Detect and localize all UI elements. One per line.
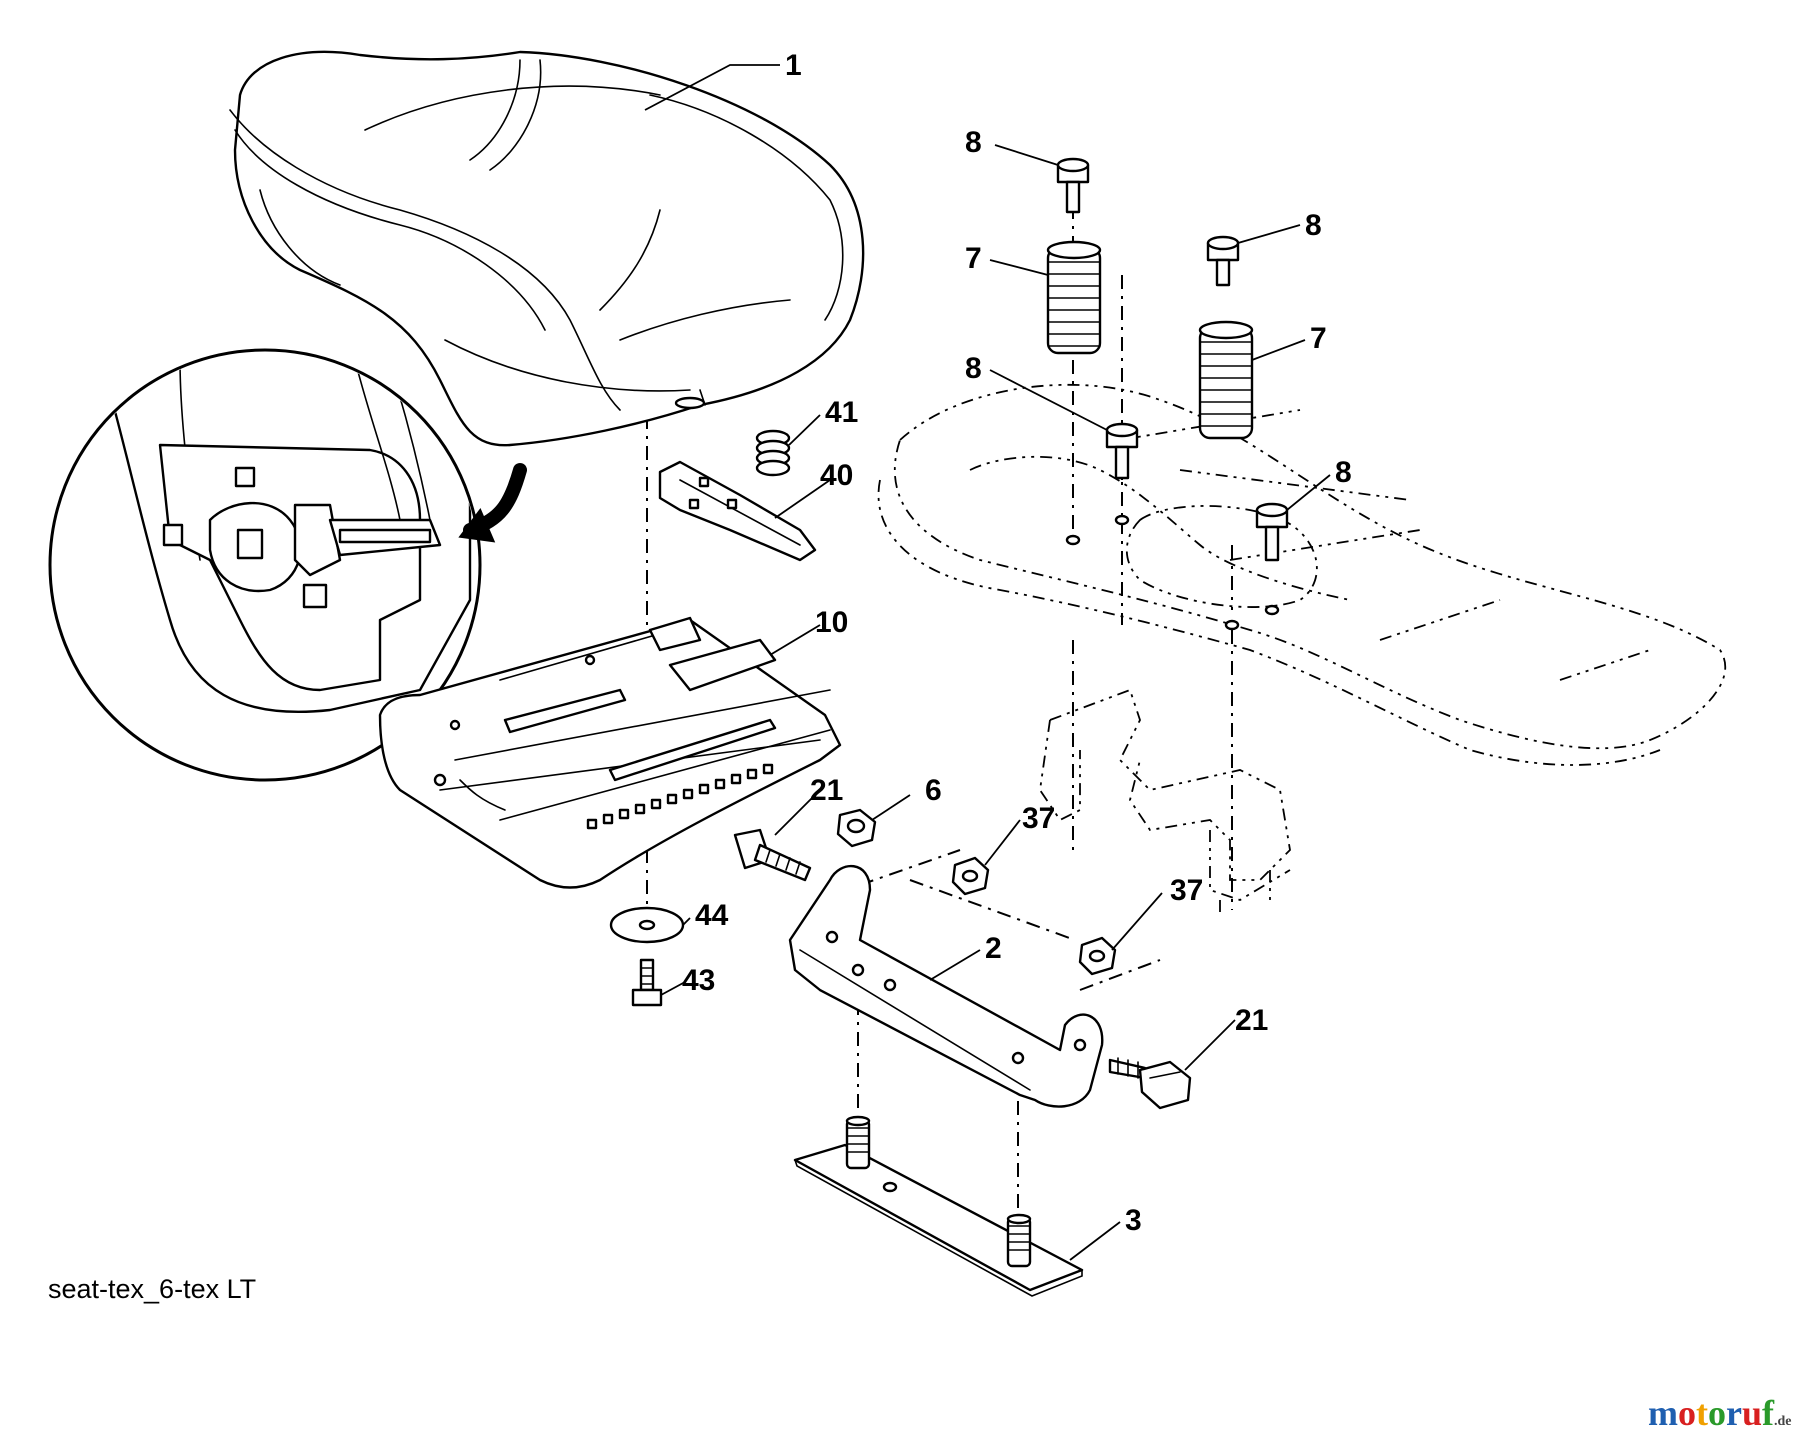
callout-8b: 8 [1305, 209, 1322, 242]
callout-10: 10 [815, 606, 848, 639]
bolt-21-a [733, 828, 812, 882]
svg-text:motoruf.de: motoruf.de [1648, 1393, 1792, 1433]
clip-40 [658, 460, 817, 562]
plate-3 [793, 1115, 1084, 1297]
tractor-frame-outline [877, 383, 1727, 915]
callout-21b: 21 [1235, 1004, 1268, 1037]
callout-41: 41 [825, 396, 858, 429]
washer-44 [609, 906, 685, 944]
spring-7-a [1046, 240, 1102, 355]
wm-letter: u [1742, 1393, 1762, 1433]
watermark-logo: motoruf.de [1648, 1393, 1792, 1433]
callout-44: 44 [695, 899, 729, 932]
bolt-43 [631, 958, 663, 1007]
wm-letter: m [1648, 1393, 1678, 1433]
bolt-8-a [1056, 157, 1090, 214]
wm-letter: r [1726, 1393, 1742, 1433]
nut-37-a [951, 856, 990, 896]
spring-7-b [1198, 320, 1254, 440]
bolt-8-b [1206, 235, 1240, 287]
callout-8a: 8 [965, 126, 982, 159]
seat [229, 50, 865, 447]
wm-letter: t [1696, 1393, 1708, 1433]
callout-8c: 8 [965, 352, 982, 385]
frame-holes [1065, 514, 1280, 631]
bracket-2 [788, 865, 1104, 1108]
callout-37a: 37 [1022, 802, 1055, 835]
callout-37b: 37 [1170, 874, 1203, 907]
callout-7a: 7 [965, 242, 982, 275]
nut-6 [836, 808, 877, 848]
callout-8d: 8 [1335, 456, 1352, 489]
diagram-caption: seat-tex_6-tex LT [48, 1274, 256, 1304]
callout-43: 43 [682, 964, 715, 997]
seat-pan-10 [378, 616, 842, 889]
wm-letter: o [1678, 1393, 1696, 1433]
bolt-21-b [1108, 1057, 1192, 1110]
callout-6: 6 [925, 774, 942, 807]
callout-21a: 21 [810, 774, 843, 807]
callout-40: 40 [820, 459, 853, 492]
bolt-8-c [1105, 422, 1139, 480]
spring-41 [755, 429, 791, 477]
bolt-8-d [1255, 502, 1289, 562]
callout-3: 3 [1125, 1204, 1142, 1237]
wm-suffix: .de [1774, 1414, 1792, 1429]
wm-letter: f [1762, 1393, 1775, 1433]
detail-circle [48, 348, 527, 782]
callout-labels: 1 8 7 8 7 8 41 40 8 10 21 6 37 37 44 2 4… [682, 49, 1352, 1237]
wm-letter: o [1708, 1393, 1726, 1433]
nut-37-b [1078, 936, 1117, 976]
callout-2: 2 [985, 932, 1002, 965]
callout-1: 1 [785, 49, 802, 82]
leader-lines [644, 64, 1331, 1261]
adjust-slots [586, 763, 774, 830]
callout-7b: 7 [1310, 322, 1327, 355]
